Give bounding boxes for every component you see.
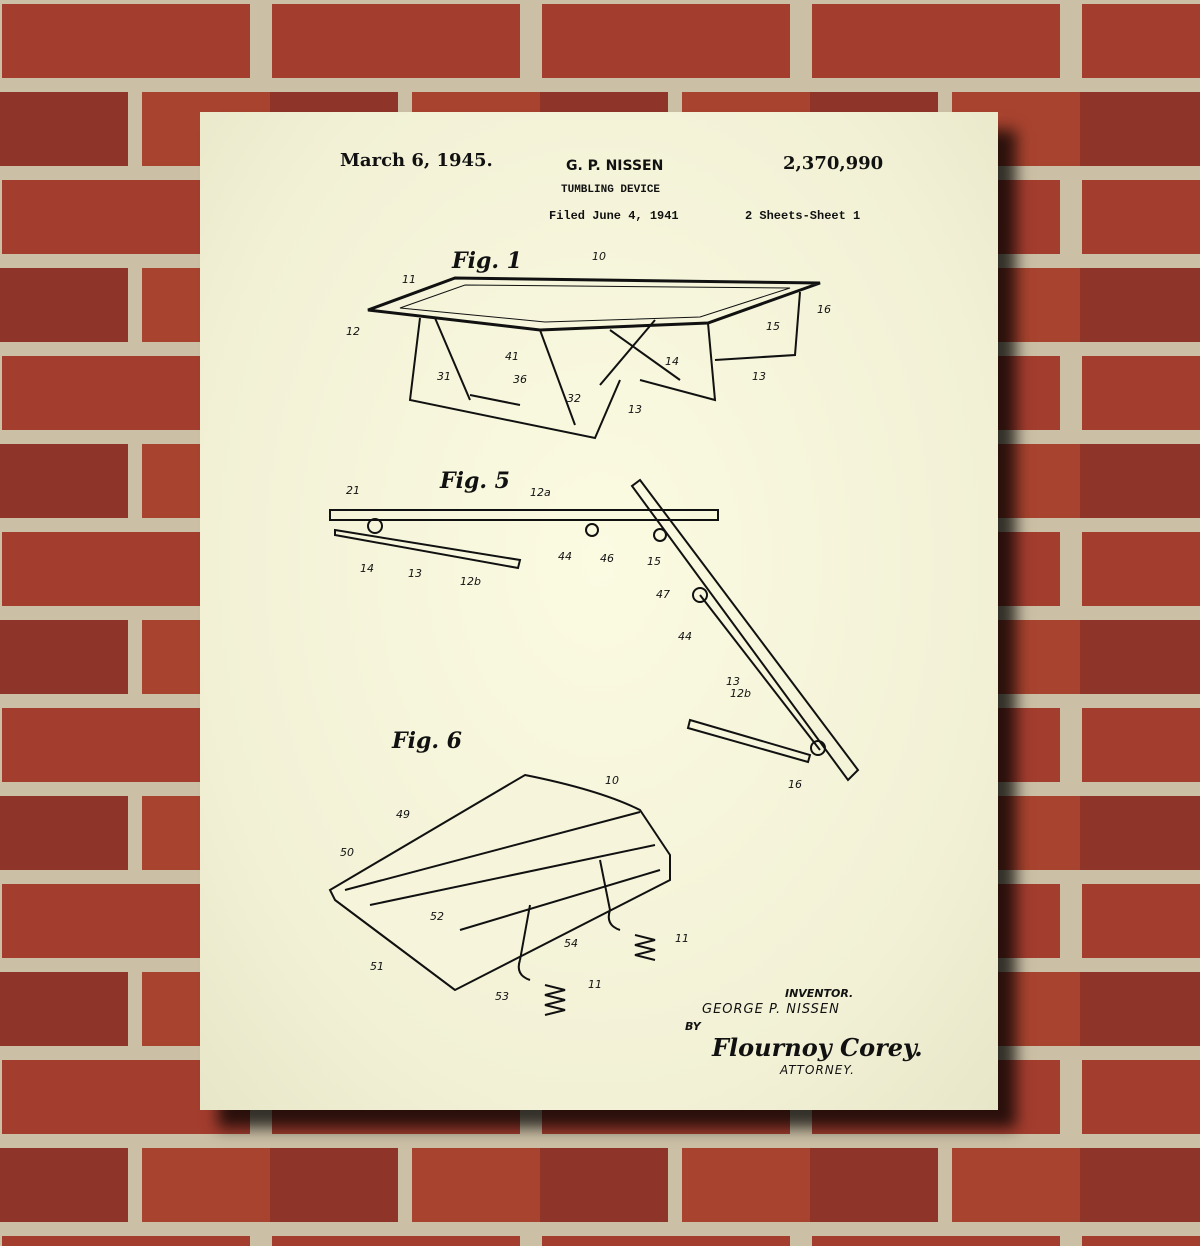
- ref-numeral: 36: [513, 373, 527, 386]
- attorney-label: ATTORNEY.: [780, 1063, 855, 1077]
- inventor-label: INVENTOR.: [785, 987, 854, 1000]
- ref-numeral: 46: [600, 552, 614, 565]
- figure-6-label: Fig. 6: [391, 728, 462, 754]
- ref-numeral: 12: [346, 325, 360, 338]
- ref-numeral: 54: [564, 937, 578, 950]
- by-label: BY: [685, 1020, 701, 1033]
- ref-numeral: 12b: [730, 687, 751, 700]
- ref-numeral: 13: [628, 403, 642, 416]
- figure-5-label: Fig. 5: [439, 468, 510, 494]
- attorney-signature: Flournoy Corey.: [712, 1033, 923, 1062]
- figure-6-drawing: Fig. 6 10 49 50 52 51 54 53 11 11: [328, 728, 689, 1016]
- ref-numeral: 52: [430, 910, 444, 923]
- ref-numeral: 44: [678, 630, 692, 643]
- ref-numeral: 11: [588, 978, 602, 991]
- ref-numeral: 16: [788, 778, 802, 791]
- patent-print: [200, 112, 998, 1110]
- ref-numeral: 15: [647, 555, 661, 568]
- ref-numeral: 31: [437, 370, 451, 383]
- figure-1-drawing: Fig. 1 10 11 12 16 15 14 13 41 31 36 32 …: [346, 248, 831, 440]
- ref-numeral: 51: [370, 960, 384, 973]
- patent-title: TUMBLING DEVICE: [561, 184, 661, 196]
- ref-numeral: 41: [505, 350, 519, 363]
- ref-numeral: 53: [495, 990, 509, 1003]
- ref-numeral: 14: [360, 562, 374, 575]
- ref-numeral: 21: [346, 484, 360, 497]
- inventor-short: G. P. NISSEN: [566, 158, 664, 174]
- ref-numeral: 12a: [530, 486, 551, 499]
- figure-1-label: Fig. 1: [451, 248, 522, 274]
- inventor-name: GEORGE P. NISSEN: [702, 1002, 840, 1017]
- ref-numeral: 13: [752, 370, 766, 383]
- ref-numeral: 13: [408, 567, 422, 580]
- ref-numeral: 11: [402, 273, 416, 286]
- ref-numeral: 10: [605, 774, 619, 787]
- ref-numeral: 15: [766, 320, 780, 333]
- ref-numeral: 44: [558, 550, 572, 563]
- patent-date: March 6, 1945.: [340, 150, 493, 171]
- ref-numeral: 14: [665, 355, 679, 368]
- sheet-count: 2 Sheets-Sheet 1: [745, 209, 861, 223]
- patent-number: 2,370,990: [783, 153, 884, 174]
- ref-numeral: 13: [726, 675, 740, 688]
- ref-numeral: 10: [592, 250, 606, 263]
- filed-date: Filed June 4, 1941: [549, 209, 679, 223]
- ref-numeral: 50: [340, 846, 354, 859]
- ref-numeral: 16: [817, 303, 831, 316]
- figure-5-drawing: Fig. 5 21 12a 14 13 12b 44 46 15 47 44 1…: [329, 468, 860, 791]
- ref-numeral: 12b: [460, 575, 481, 588]
- ref-numeral: 32: [567, 392, 581, 405]
- ref-numeral: 47: [656, 588, 670, 601]
- ref-numeral: 11: [675, 932, 689, 945]
- ref-numeral: 49: [396, 808, 410, 821]
